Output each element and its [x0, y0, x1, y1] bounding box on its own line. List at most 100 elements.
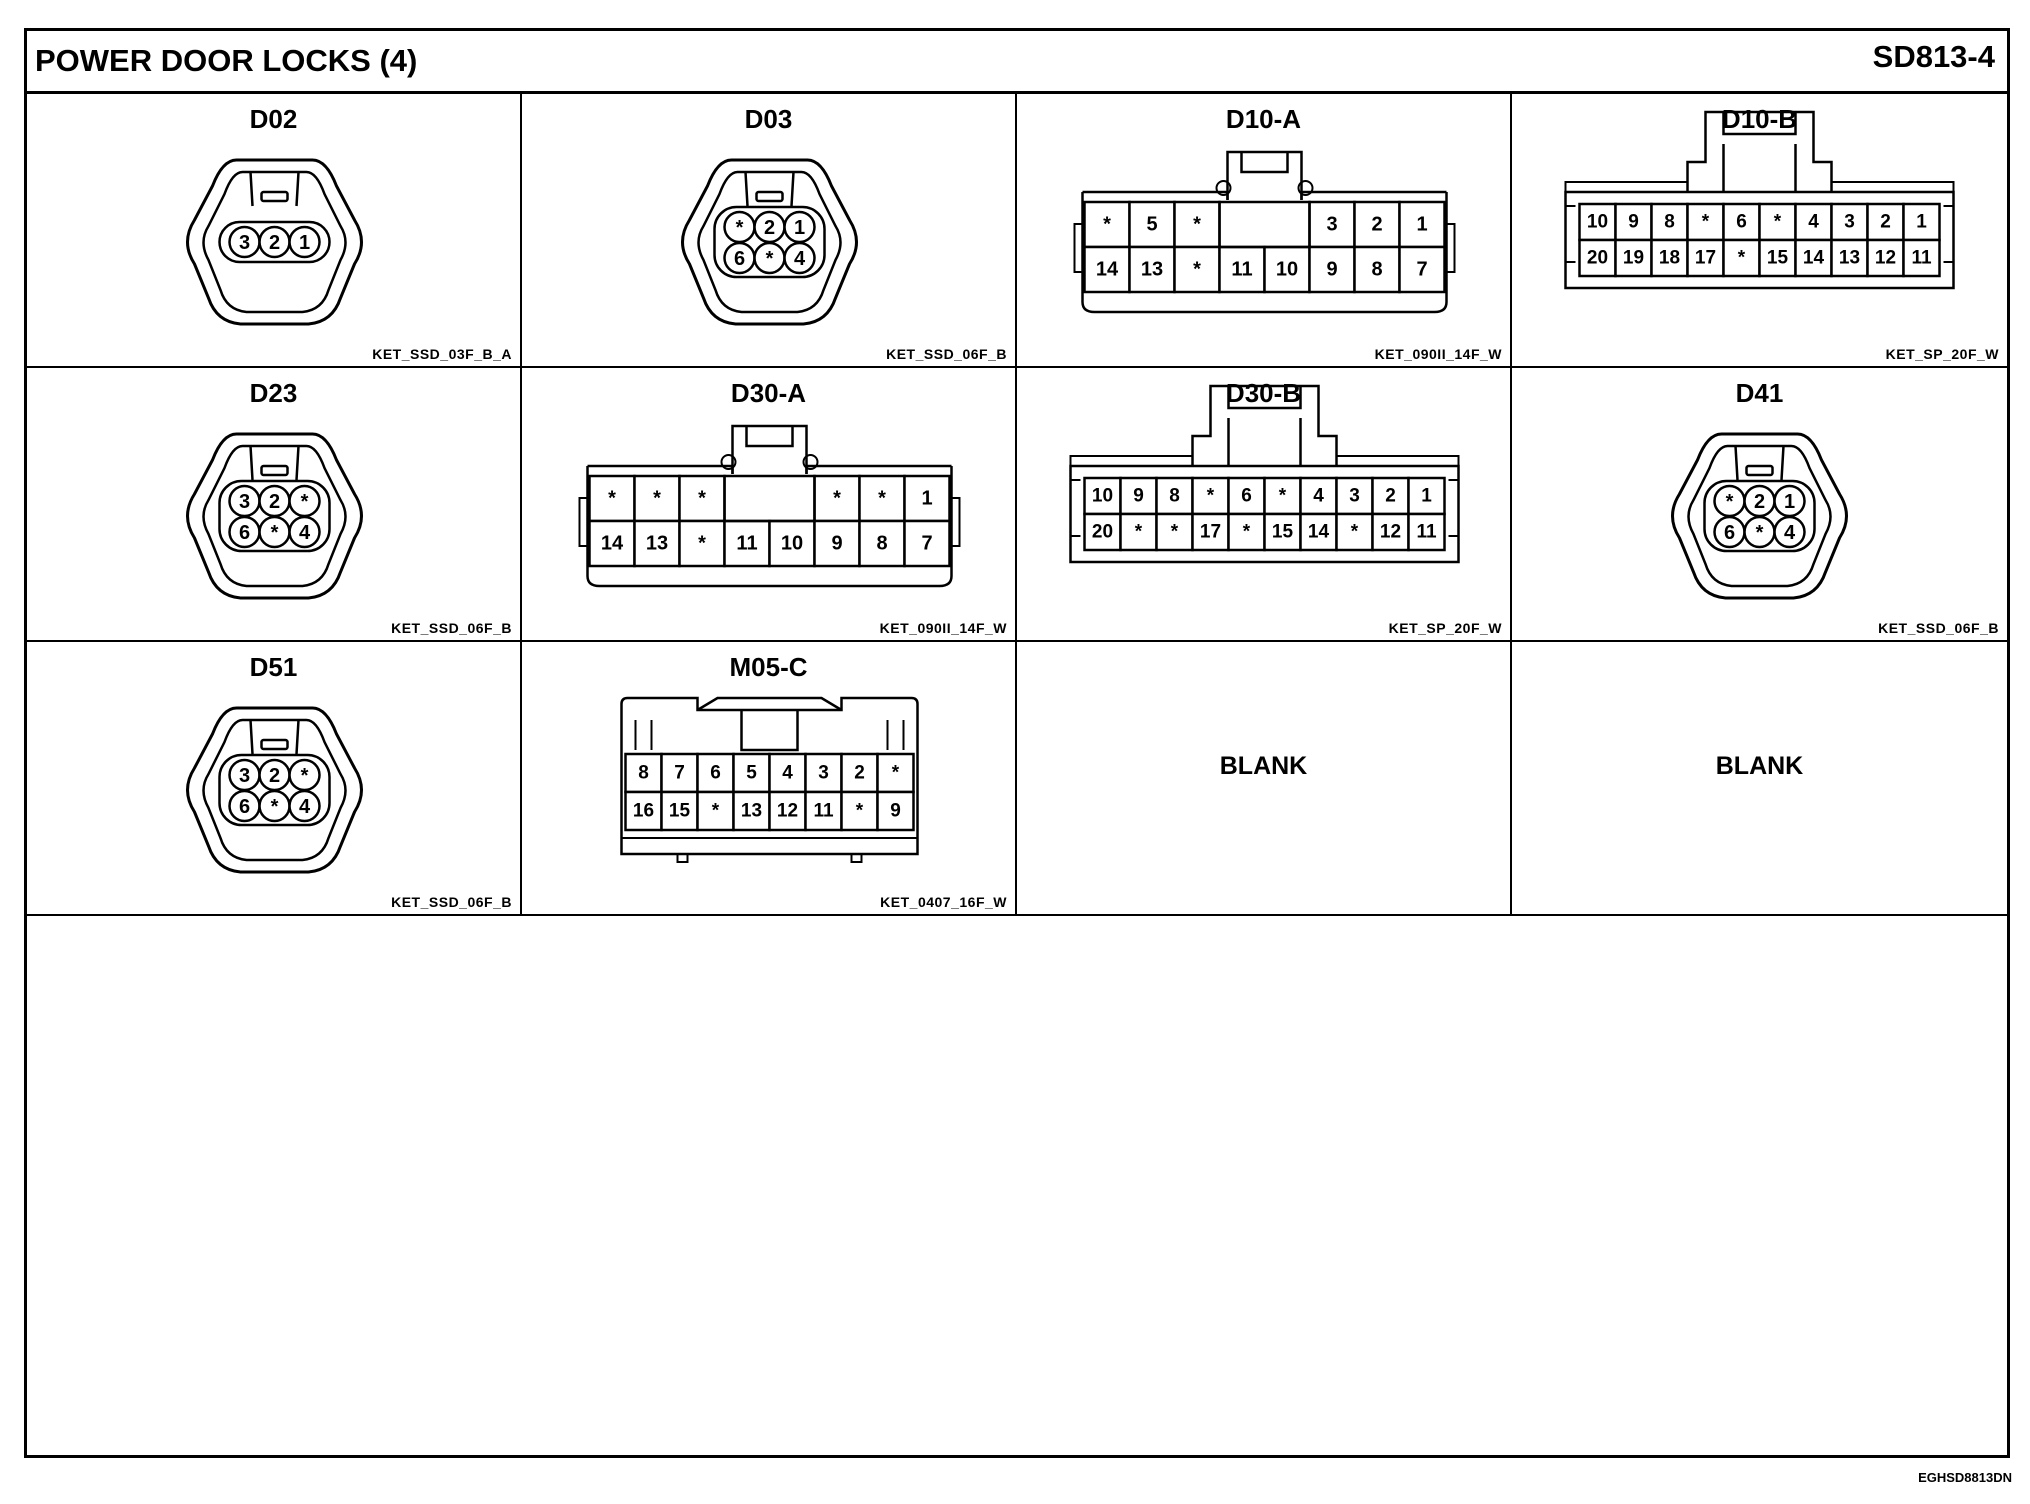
housing-body — [1081, 192, 1448, 314]
pin-label: 3 — [1349, 486, 1360, 507]
pin-label: 9 — [1628, 212, 1639, 233]
bottom-details — [621, 837, 918, 863]
pin-label: 6 — [734, 248, 745, 270]
connector-part-number: KET_SSD_03F_B_A — [372, 346, 512, 362]
latch-slot-icon — [755, 190, 784, 203]
pin-label: * — [1726, 491, 1734, 513]
pin-cavity — [1191, 512, 1230, 552]
pin-cavity — [768, 752, 807, 794]
pin-label: 3 — [818, 763, 829, 784]
pin-cavity — [1407, 512, 1446, 552]
connector-shell — [1671, 432, 1848, 600]
pin-label: 12 — [777, 801, 798, 822]
connector-part-number: KET_090II_14F_W — [1374, 346, 1502, 362]
pin-label: 13 — [1141, 259, 1163, 281]
pin-label: * — [271, 796, 279, 818]
pin-label: 4 — [1808, 212, 1819, 233]
drawing-code: EGHSD8813DN — [1918, 1470, 2012, 1485]
connector-shell — [186, 706, 363, 874]
connector-part-number: KET_SP_20F_W — [1388, 620, 1502, 636]
latch-icon — [731, 424, 808, 474]
pin-housing — [1703, 479, 1816, 553]
latch-detail — [1722, 112, 1797, 192]
pin-label: * — [698, 488, 706, 510]
blank-cell: BLANK — [1017, 642, 1512, 916]
pin-cavity — [813, 474, 861, 523]
pin-label: 18 — [1659, 248, 1680, 269]
pin-label: 2 — [269, 232, 280, 254]
pin-label: 10 — [781, 533, 803, 555]
pin-label: 11 — [1911, 248, 1932, 269]
pin-label: 1 — [1784, 491, 1795, 513]
housing-body — [620, 696, 919, 856]
pin-label: 3 — [239, 232, 250, 254]
pin-cavity — [1227, 476, 1266, 516]
pin-cavity — [1119, 512, 1158, 552]
pin-label: * — [712, 801, 720, 822]
pin-label: 5 — [746, 763, 757, 784]
pin-label: 7 — [674, 763, 685, 784]
guide-ribs — [634, 720, 905, 750]
pin-label: * — [892, 763, 900, 784]
latch-lines — [249, 445, 300, 481]
housing-body — [1564, 190, 1955, 290]
pin-label: 10 — [1276, 259, 1298, 281]
connector-inner-shell — [202, 444, 347, 588]
connector-part-number: KET_SSD_06F_B — [391, 620, 512, 636]
latch-hook — [1215, 180, 1232, 196]
pin-label: * — [1738, 248, 1746, 269]
pin-label: * — [736, 217, 744, 239]
pin-label: * — [856, 801, 864, 822]
pin-label: * — [653, 488, 661, 510]
pin-label: 10 — [1092, 486, 1113, 507]
pin-cavity — [858, 519, 906, 568]
pin-cavity — [1083, 476, 1122, 516]
pin-label: 2 — [1385, 486, 1396, 507]
latch-lines — [249, 171, 300, 207]
pin-label: 13 — [646, 533, 668, 555]
pin-label: 9 — [1326, 259, 1337, 281]
pin-label: 4 — [794, 248, 806, 270]
pin-label: * — [766, 248, 774, 270]
pin-cavity — [1686, 238, 1725, 278]
pin-label: 5 — [1146, 214, 1157, 236]
pin-cavity — [1686, 202, 1725, 242]
connector-inner-shell — [202, 718, 347, 862]
pin-cavity — [1083, 200, 1131, 249]
pin-label: * — [301, 765, 309, 787]
pin-label: 17 — [1695, 248, 1716, 269]
side-notches — [1565, 205, 1954, 263]
pin-label: 12 — [1875, 248, 1896, 269]
latch-slot-icon — [260, 190, 289, 203]
pin-cavity — [1398, 200, 1446, 249]
pin-cavity — [696, 790, 735, 832]
pin-cavity — [1773, 515, 1806, 549]
pin-label: 3 — [239, 765, 250, 787]
pin-label: 2 — [854, 763, 865, 784]
pin-cavity — [1353, 245, 1401, 294]
pin-housing — [713, 205, 826, 279]
blank-label: BLANK — [1715, 752, 1804, 780]
pin-label: 12 — [1380, 522, 1401, 543]
pin-label: * — [698, 533, 706, 555]
pin-label: 3 — [1326, 214, 1337, 236]
connector-name: D30-A — [730, 378, 807, 408]
pin-label: 15 — [1767, 248, 1789, 269]
pin-cavity — [633, 474, 681, 523]
pin-cavity — [783, 241, 816, 275]
pin-cavity — [1335, 476, 1374, 516]
pin-label: 9 — [831, 533, 842, 555]
pin-label: 20 — [1587, 248, 1608, 269]
housing-body — [1069, 464, 1460, 564]
pin-label: * — [1193, 259, 1201, 281]
connector-part-number: KET_SSD_06F_B — [1878, 620, 1999, 636]
pin-cavity — [876, 790, 915, 832]
header: POWER DOOR LOCKS (4) SD813-4 — [27, 31, 2007, 94]
pin-label: 6 — [710, 763, 721, 784]
